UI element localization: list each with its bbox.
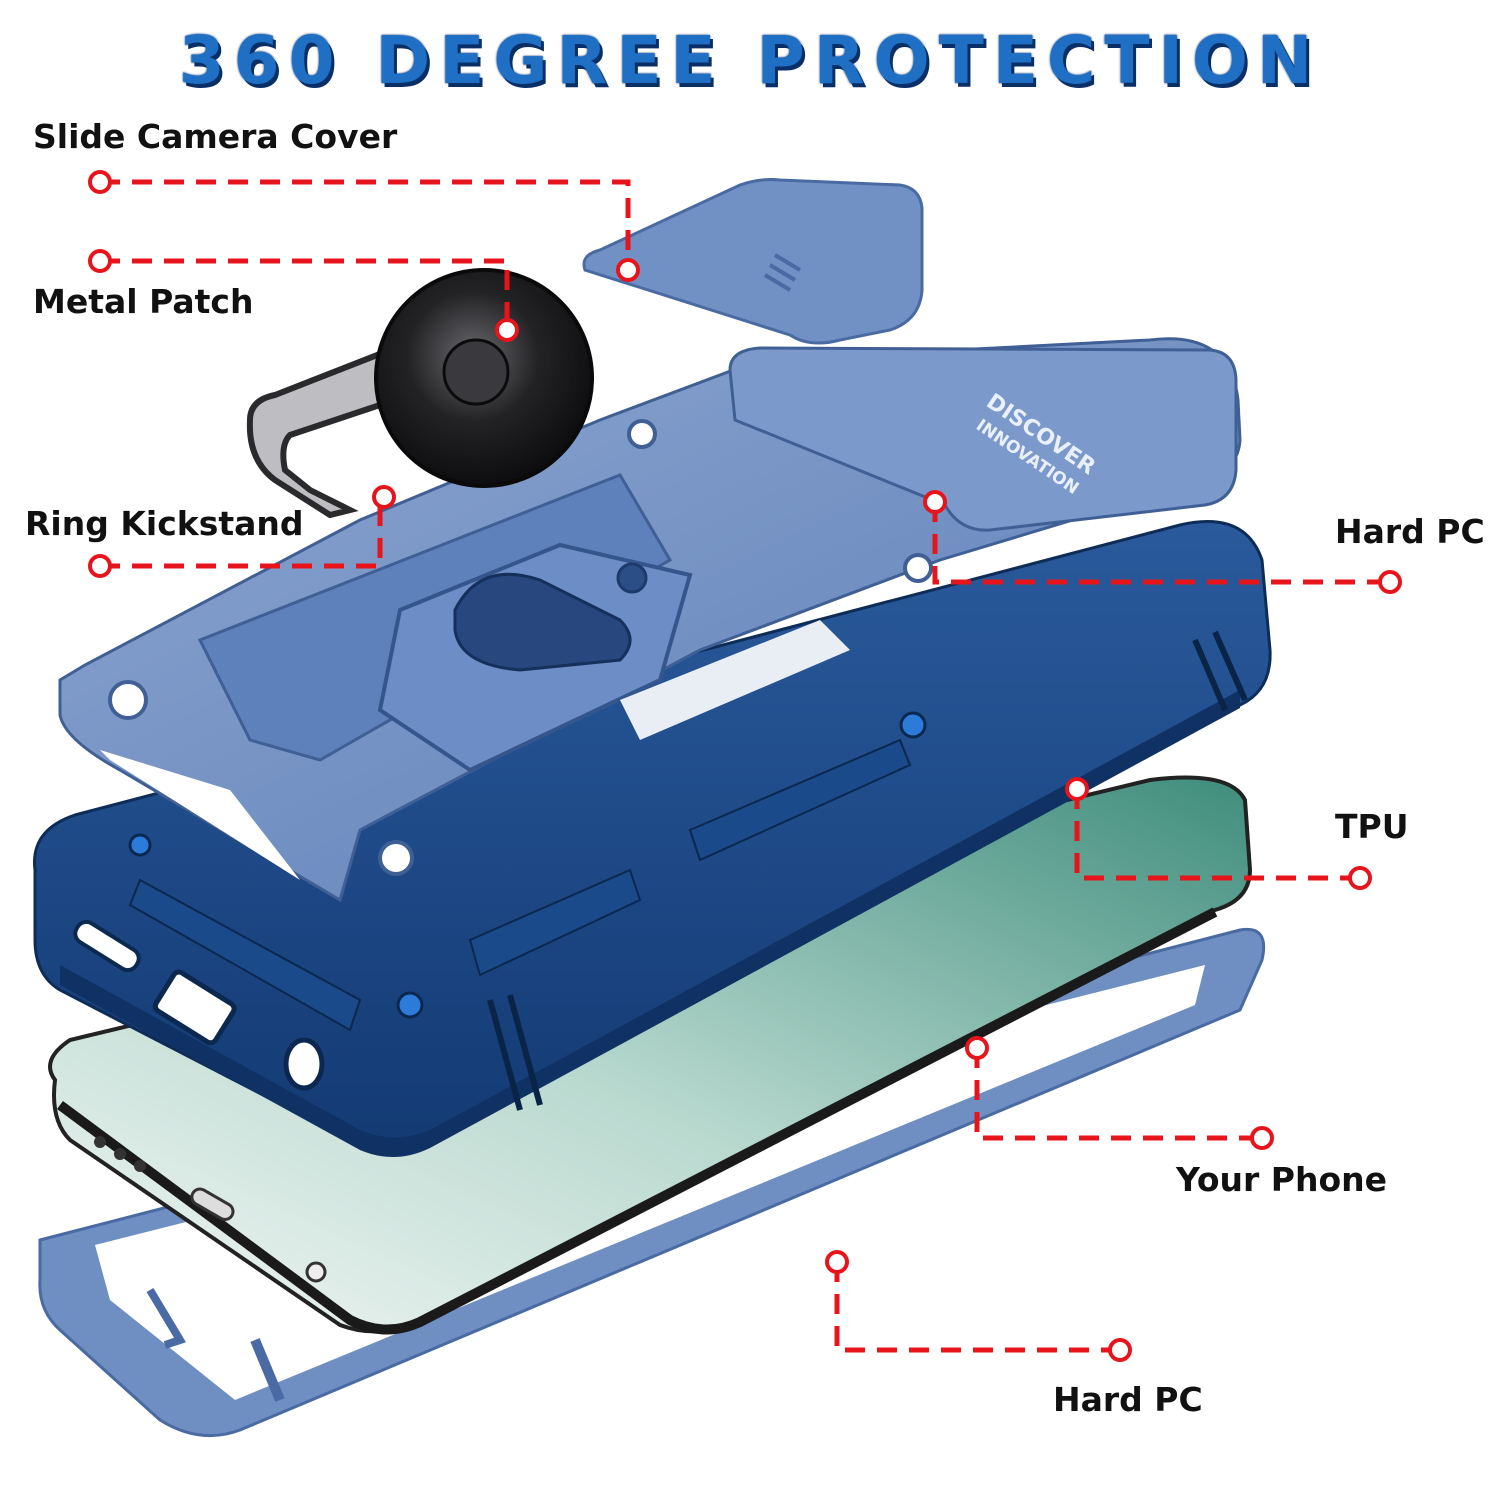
label-metal-patch: Metal Patch [33,282,254,321]
tpu-shell [33,520,1272,1158]
marker-dot [88,554,112,578]
marker-dot [616,258,640,282]
marker-dot [965,1036,989,1060]
label-slide-camera-cover: Slide Camera Cover [33,117,398,156]
hard-pc-back-frame: DISCOVER INNOVATION [58,337,1242,903]
marker-dot [1348,866,1372,890]
marker-dot [1250,1126,1274,1150]
leader-line-hard-pc-bottom [834,1262,1120,1353]
marker-dot [88,170,112,194]
label-your-phone: Your Phone [1176,1160,1388,1199]
leader-line-ring-kickstand [100,498,383,569]
phone-illustration [48,775,1253,1335]
marker-dot [1108,1338,1132,1362]
ring-kickstand [246,268,594,519]
headline: 360 DEGREE PROTECTION [178,22,1322,99]
marker-dot [495,318,519,342]
label-hard-pc-top: Hard PC [1335,512,1485,551]
label-hard-pc-bottom: Hard PC [1053,1380,1203,1419]
marker-dot [825,1250,849,1274]
marker-dot [372,485,396,509]
leader-line-hard-pc-top [932,502,1390,585]
marker-dot [1378,570,1402,594]
leader-line-your-phone [974,1048,1262,1141]
leader-line-metal-patch [100,258,510,330]
label-tpu: TPU [1335,807,1409,846]
marker-dot [1065,777,1089,801]
leader-line-slide-camera-cover [100,179,631,270]
marker-dot [88,249,112,273]
slide-camera-cover [582,178,924,345]
leader-line-tpu [1074,789,1360,881]
label-ring-kickstand: Ring Kickstand [25,504,304,543]
marker-dot [923,490,947,514]
